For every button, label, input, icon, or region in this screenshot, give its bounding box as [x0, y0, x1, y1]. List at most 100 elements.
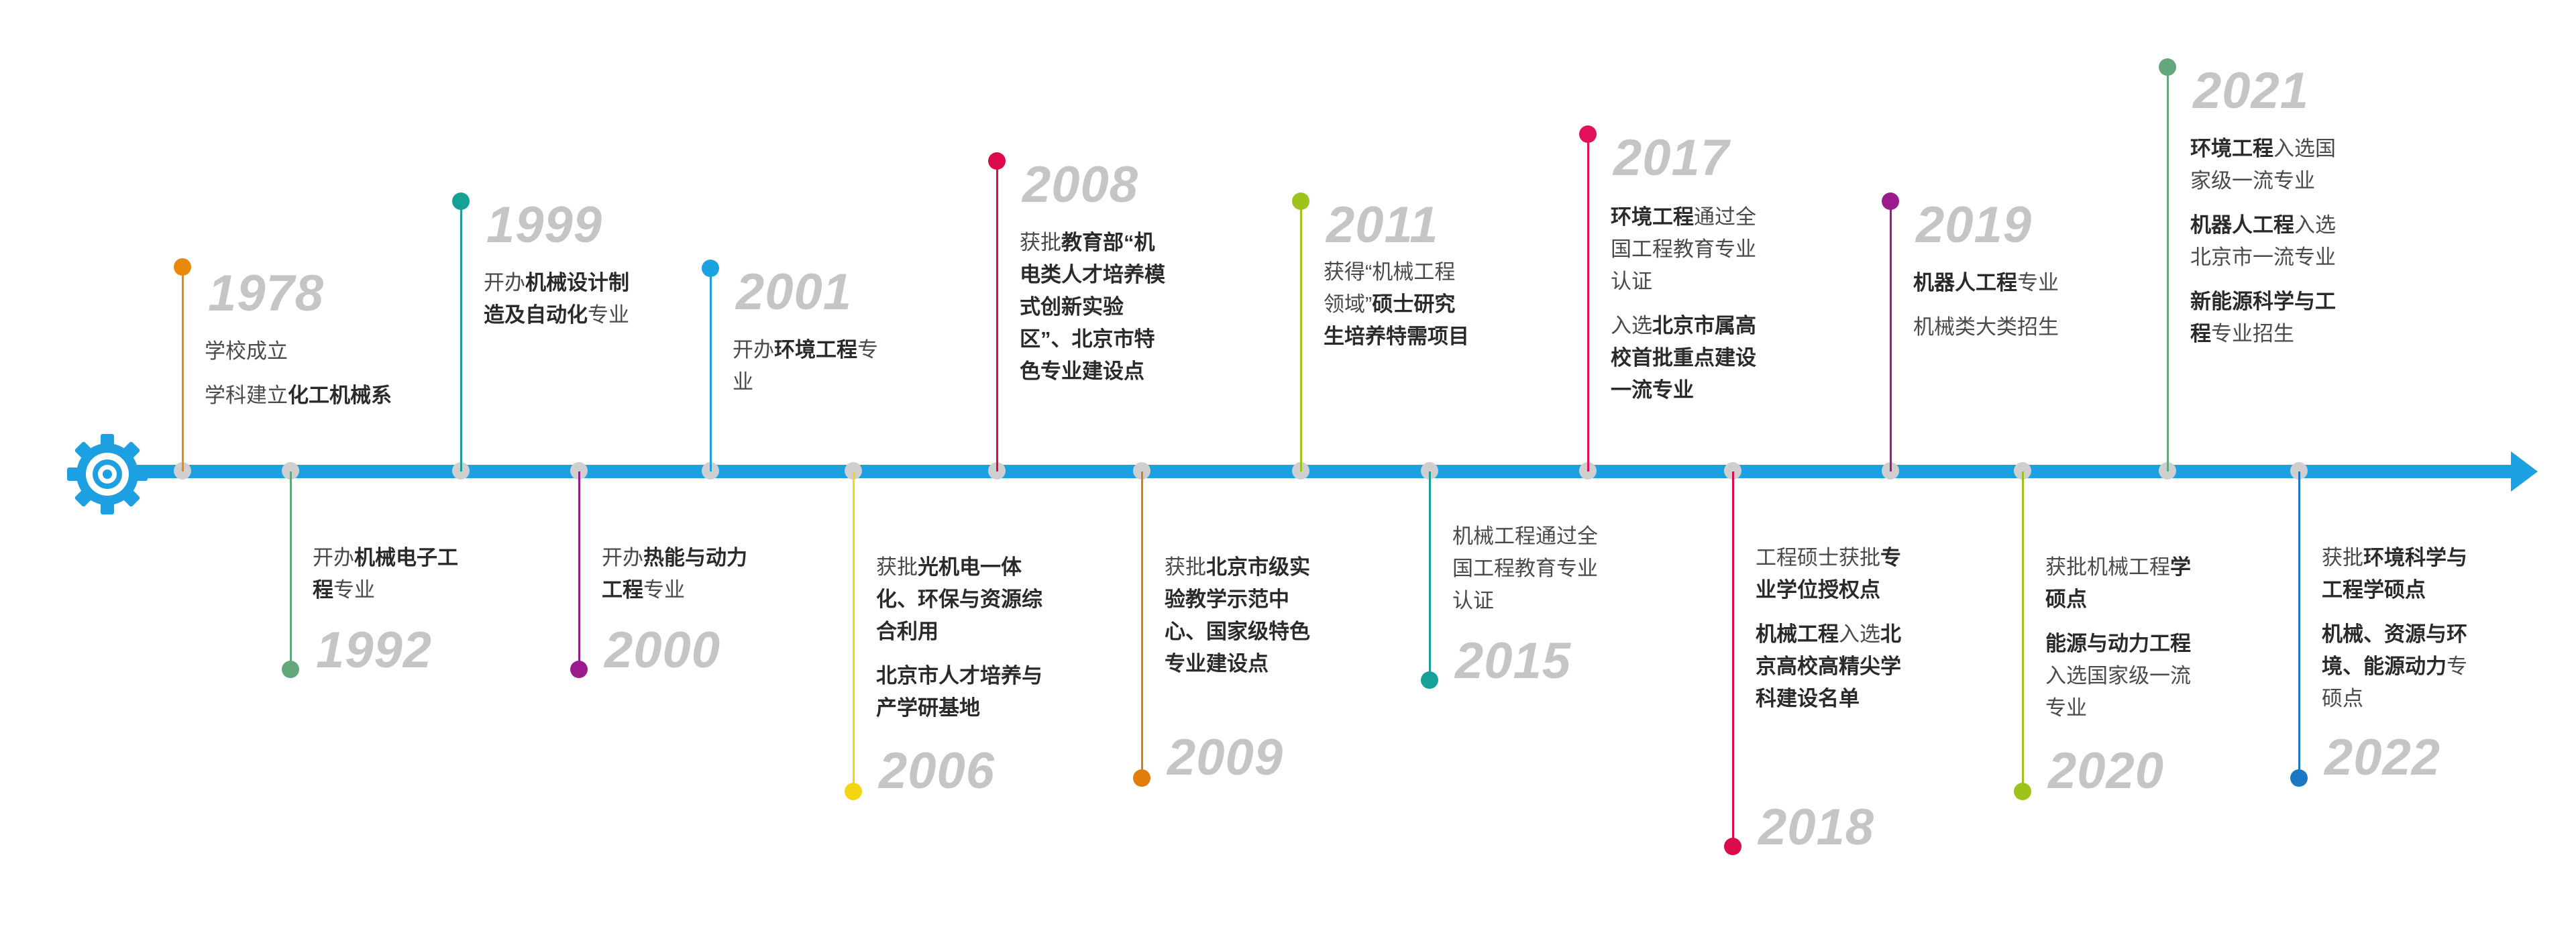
milestone-text-bold: 学硕点	[2045, 555, 2191, 611]
milestone-text-bold: 北京市级实验教学示范中心、国家级特色专业建设点	[1165, 555, 1310, 675]
milestone-text: 开办	[484, 271, 525, 294]
milestone-text: 专业招生	[2211, 322, 2294, 345]
milestone-year: 2022	[2324, 729, 2441, 786]
milestone-description: 开办机械设计制造及自动化专业	[484, 267, 631, 343]
milestone-line: 工程硕士获批专业学位授权点	[1756, 542, 1907, 606]
milestone-text: 获批	[1165, 555, 1206, 579]
milestone-line: 获批教育部“机电类人才培养模式创新实验区”、北京市特色专业建设点	[1020, 227, 1171, 388]
milestone-line: 机械、资源与环境、能源动力专硕点	[2322, 618, 2473, 715]
milestone-line: 环境工程通过全国工程教育专业认证	[1611, 201, 1758, 298]
milestone-dot	[570, 661, 588, 678]
timeline-stem	[1299, 201, 1302, 472]
milestone-line: 入选北京市属高校首批重点建设一流专业	[1611, 310, 1758, 406]
milestone-description: 环境工程通过全国工程教育专业认证入选北京市属高校首批重点建设一流专业	[1611, 201, 1758, 419]
milestone-line: 新能源科学与工程专业招生	[2190, 286, 2338, 350]
milestone-text-bold: 能源与动力工程	[2045, 632, 2191, 655]
milestone-text: 入选北京市一流专业	[2190, 213, 2336, 269]
milestone-description: 环境工程入选国家级一流专业机器人工程入选北京市一流专业新能源科学与工程专业招生	[2190, 133, 2338, 362]
milestone-text: 专业	[643, 578, 685, 602]
milestone-year: 2011	[1326, 197, 1439, 254]
milestone-dot	[988, 152, 1006, 170]
milestone-text-bold: 新能源科学与工程	[2190, 290, 2336, 345]
timeline-stem	[578, 472, 580, 669]
milestone-dot	[452, 192, 470, 210]
milestone-text-bold: 光机电一体化、环保与资源综合利用	[876, 555, 1042, 643]
milestone-text-bold: 硕士研究生培养特需项目	[1324, 292, 1469, 348]
milestone-text-bold: “机电类人才培养模式创新实验区”、北京市特色专业建设点	[1020, 231, 1165, 383]
timeline-stem	[1428, 472, 1431, 680]
milestone-text-bold: 北京市人才培养与产学研基地	[876, 664, 1042, 720]
milestone-description: 开办机械电子工程专业	[313, 542, 460, 618]
milestone-text: 获批机械工程	[2045, 555, 2170, 579]
milestone-text: 开办	[733, 338, 774, 362]
milestone-dot	[2014, 783, 2031, 800]
milestone-description: 机器人工程专业机械类大类招生	[1913, 267, 2061, 355]
milestone-line: 机械工程通过全国工程教育专业认证	[1452, 520, 1600, 617]
milestone-text: 获批	[2322, 546, 2363, 569]
timeline-stem	[996, 161, 998, 472]
milestone-text: 开办	[602, 546, 643, 569]
milestone-year: 1992	[316, 622, 433, 679]
milestone-year: 2001	[736, 264, 853, 321]
milestone-text: 专业	[333, 578, 375, 602]
milestone-text-bold: 机械电子工程	[313, 546, 458, 602]
timeline-axis	[134, 465, 2512, 478]
milestone-year: 2020	[2048, 742, 2165, 799]
milestone-line: 获得“机械工程领域”硕士研究生培养特需项目	[1324, 256, 1475, 353]
milestone-text: 机械类大类招生	[1913, 315, 2059, 339]
milestone-text-bold: 机器人工程	[2190, 213, 2294, 237]
milestone-text-bold: 机械、资源与环境、能源动力	[2322, 622, 2467, 678]
milestone-year: 2000	[604, 622, 721, 679]
milestone-text-bold: 环境工程	[774, 338, 857, 362]
milestone-description: 获得“机械工程领域”硕士研究生培养特需项目	[1324, 256, 1475, 365]
milestone-text-bold: 化工机械系	[288, 384, 392, 407]
milestone-line: 环境工程入选国家级一流专业	[2190, 133, 2338, 197]
milestone-text: 入选	[1839, 622, 1880, 646]
milestone-text-bold: 专业学位授权点	[1756, 546, 1901, 602]
milestone-line: 机械类大类招生	[1913, 311, 2061, 343]
milestone-text: 专业	[588, 303, 629, 327]
milestone-line: 开办热能与动力工程专业	[602, 542, 749, 606]
milestone-text: 开办	[313, 546, 354, 569]
milestone-dot	[1133, 769, 1150, 787]
milestone-description: 开办热能与动力工程专业	[602, 542, 749, 618]
milestone-text: 专硕点	[2322, 655, 2467, 710]
milestone-year: 2006	[879, 742, 996, 799]
milestone-dot	[2290, 769, 2308, 787]
milestone-text: 机械工程通过全国工程教育专业认证	[1452, 524, 1598, 612]
milestone-line: 获批环境科学与工程学硕点	[2322, 542, 2473, 606]
milestone-year: 1978	[208, 265, 325, 322]
milestone-description: 工程硕士获批专业学位授权点机械工程入选北京高校高精尖学科建设名单	[1756, 542, 1907, 727]
milestone-year: 2019	[1916, 197, 2033, 254]
milestone-dot	[845, 783, 862, 800]
milestone-year: 2021	[2193, 62, 2310, 119]
milestone-text: 通过全国工程教育专业认证	[1611, 205, 1756, 293]
timeline-stem	[2166, 67, 2169, 472]
milestone-text-bold: 机械设计制造及自动化	[484, 271, 629, 327]
milestone-text: 工程硕士获批	[1756, 546, 1880, 569]
milestone-text: 入选国家级一流专业	[2190, 137, 2336, 192]
milestone-description: 获批光机电一体化、环保与资源综合利用北京市人才培养与产学研基地	[876, 551, 1048, 736]
milestone-line: 开办机械电子工程专业	[313, 542, 460, 606]
milestone-description: 获批北京市级实验教学示范中心、国家级特色专业建设点	[1165, 551, 1316, 692]
milestone-line: 学科建立化工机械系	[205, 380, 433, 412]
milestone-line: 开办机械设计制造及自动化专业	[484, 267, 631, 331]
milestone-text-bold: 北京高校高精尖学科建设名单	[1756, 622, 1901, 710]
milestone-line: 北京市人才培养与产学研基地	[876, 660, 1048, 724]
milestone-dot	[1579, 125, 1597, 143]
timeline-stem	[709, 268, 712, 472]
milestone-line: 获批北京市级实验教学示范中心、国家级特色专业建设点	[1165, 551, 1316, 680]
milestone-description: 机械工程通过全国工程教育专业认证	[1452, 520, 1600, 629]
milestone-text: 入选	[1611, 314, 1652, 337]
timeline-stem	[1731, 472, 1734, 846]
milestone-dot	[1882, 192, 1899, 210]
milestone-line: 能源与动力工程入选国家级一流专业	[2045, 628, 2197, 724]
milestone-text-bold: 北京市属高校首批重点建设一流专业	[1611, 314, 1756, 402]
milestone-text-bold: 环境科学与工程学硕点	[2322, 546, 2467, 602]
milestone-text: 专业	[733, 338, 878, 394]
milestone-text-bold: 机器人工程	[1913, 271, 2017, 294]
milestone-line: 获批光机电一体化、环保与资源综合利用	[876, 551, 1048, 648]
timeline-stem	[2021, 472, 2024, 791]
timeline-stem	[289, 472, 292, 669]
milestone-description: 开办环境工程专业	[733, 334, 880, 410]
